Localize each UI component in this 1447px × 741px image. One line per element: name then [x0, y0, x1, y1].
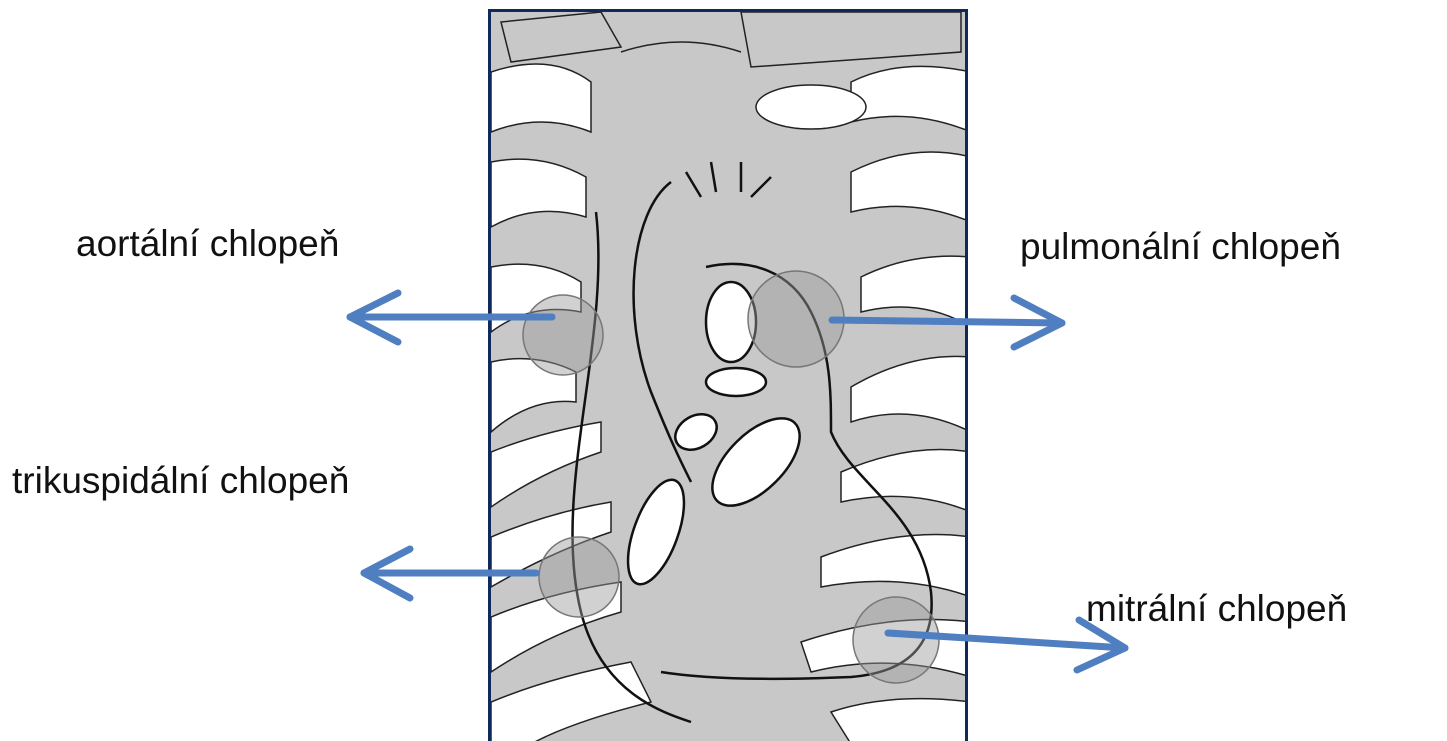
arrow-icon-mitral: [888, 620, 1125, 670]
arrow-icon-pulmonic: [832, 298, 1062, 347]
arrow-icon-tricuspid: [364, 549, 536, 598]
arrow-icon-aortic: [350, 293, 552, 342]
